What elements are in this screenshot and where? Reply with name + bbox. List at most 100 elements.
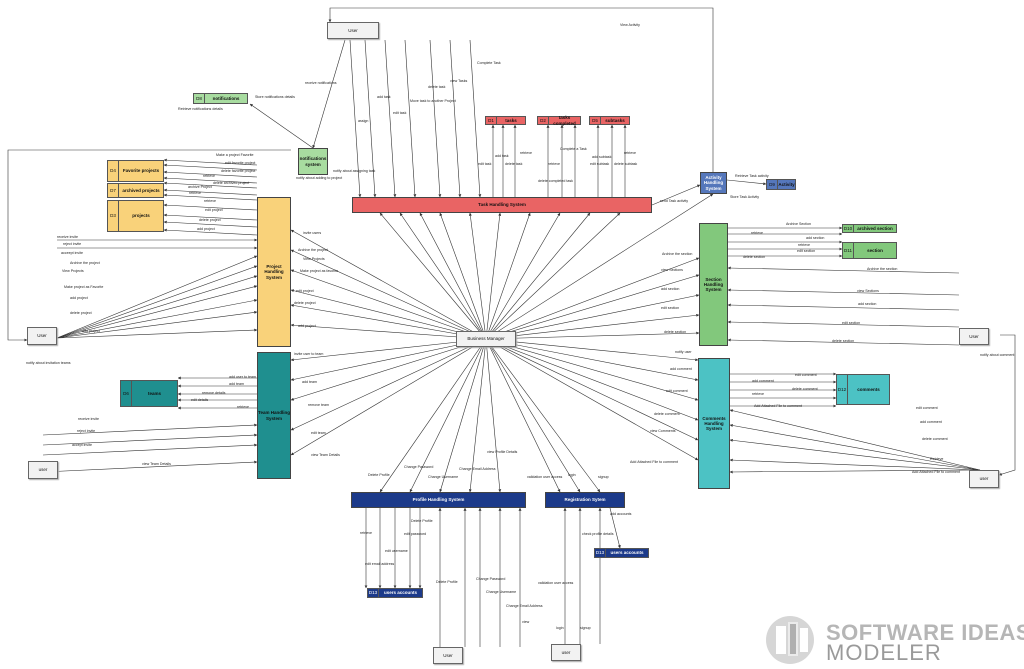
- store-id: D11: [843, 243, 854, 258]
- entity-label: user: [38, 467, 48, 473]
- flow-label-edit-project3: edit project: [296, 289, 314, 293]
- store-label: teams: [147, 390, 161, 396]
- flow-label-remove-team: remove team: [308, 403, 329, 407]
- flow-label-delete-section2: delete section: [664, 330, 687, 334]
- user-rb-flow-2: [729, 438, 981, 471]
- flow-label-delete-archived: delete archived project: [213, 181, 250, 185]
- entity-user-registration[interactable]: user: [551, 644, 581, 661]
- flow-label-edit-section3: edit section: [842, 321, 861, 325]
- flow-label-delete-comment2: delete comment: [654, 412, 680, 416]
- entity-user-team[interactable]: user: [28, 461, 58, 479]
- flow-label-delete-project: delete project: [199, 218, 221, 222]
- bm-flow-13: [290, 289, 487, 340]
- flow-label-make-favorite3: Make project as favorite: [300, 269, 339, 273]
- bm-flow-21: [485, 257, 700, 340]
- proj-store-flow-9: [163, 220, 258, 228]
- flow-label-delete-comment: delete comment: [792, 387, 818, 391]
- entity-user-left[interactable]: User: [27, 327, 57, 345]
- process-profile-handling[interactable]: Profile Handling System: [351, 492, 526, 508]
- bm-flow-37: [485, 338, 561, 493]
- bm-flow-7: [485, 212, 561, 340]
- flow-label-retrieve-notification-details: Retrieve notifications details: [178, 107, 223, 111]
- process-registration[interactable]: Registration Sytem: [545, 492, 625, 508]
- store-label: tasks completed: [553, 115, 576, 126]
- process-label: Comments Handling System: [702, 415, 726, 432]
- entity-user-profile[interactable]: User: [433, 647, 463, 664]
- flow-label-check-profile: check profile details: [582, 532, 614, 536]
- flow-label-notify-user: notify user: [675, 350, 692, 354]
- process-label: Business Manager: [467, 336, 505, 342]
- user-left-flow-7: [56, 310, 258, 339]
- bm-flow-30: [485, 338, 699, 441]
- flow-label-add-project2: add project: [70, 296, 88, 300]
- bm-flow-17: [290, 338, 487, 381]
- bm-flow-24: [485, 313, 700, 340]
- flow-label-view-sections2: view Sections: [857, 289, 879, 293]
- process-task-handling[interactable]: Task Handling System: [352, 197, 652, 213]
- store-label: archived projects: [122, 187, 160, 193]
- flow-label-retrieve-fav: retrieve: [203, 174, 215, 178]
- flow-label-delete-profile2: Delete Profile: [411, 519, 433, 523]
- proj-store-flow-7: [163, 203, 258, 211]
- store-id: D7: [108, 184, 119, 197]
- store-id: D8: [194, 94, 205, 103]
- process-label: Registration Sytem: [564, 497, 606, 503]
- flow-label-retrieve-proj: retrieve: [204, 199, 216, 203]
- bm-flow-9: [485, 212, 621, 340]
- bm-flow-2: [419, 212, 487, 340]
- flow-label-edit-project: edit project: [205, 208, 223, 212]
- flow-label-retrieve1: retrieve: [520, 151, 532, 155]
- entity-user-top[interactable]: User: [327, 22, 379, 39]
- flow-label-retrieve2: retrieve: [548, 162, 560, 166]
- entity-user-right-mid[interactable]: User: [959, 328, 989, 345]
- flow-label-accept-invite: acceept invite: [61, 251, 83, 255]
- user-left-flow-3: [56, 265, 258, 339]
- flow-label-view-projects2: View Projects: [303, 257, 325, 261]
- store-label: projects: [132, 213, 150, 219]
- proj-store-flow-5: [163, 188, 258, 196]
- process-notifications[interactable]: notifications system: [298, 148, 328, 175]
- data-flows: [7, 7, 1016, 647]
- process-label: Task Handling System: [478, 202, 526, 208]
- proj-store-flow-6: [163, 193, 258, 201]
- proj-store-flow-8: [163, 213, 258, 221]
- process-business-manager[interactable]: Business Manager: [456, 331, 516, 347]
- flow-label-receive-notifications: receive notifications: [305, 81, 337, 85]
- flow-label-archive-section2: Archive the section: [662, 252, 693, 256]
- bm-flow-10: [290, 229, 487, 340]
- bm-flow-27: [485, 338, 699, 381]
- process-comments-handling[interactable]: Comments Handling System: [698, 358, 730, 489]
- flow-label-invite-user-team: invite user to team: [294, 352, 324, 356]
- bm-flow-23: [485, 294, 700, 340]
- entity-user-right-bottom[interactable]: user: [969, 470, 999, 488]
- process-activity-handling[interactable]: Activity Handling System: [700, 172, 727, 194]
- process-section-handling[interactable]: Section Handling System: [699, 223, 728, 346]
- process-project-handling[interactable]: Project Handling System: [257, 197, 291, 347]
- flow-label-add-subtask: add subtask: [592, 155, 612, 159]
- flow-label-reject-invite2: reject invite: [77, 429, 96, 433]
- proj-store-flow-0: [163, 158, 258, 166]
- bm-flow-35: [468, 338, 487, 493]
- activity-store-flow: [726, 179, 767, 186]
- flow-label-login2: login: [556, 626, 564, 630]
- flow-label-delete-profile: Delete Profile: [368, 473, 390, 477]
- user-team-flow-3: [42, 460, 258, 473]
- notif-user-flow: [312, 39, 346, 149]
- user-top-flow-6: [469, 39, 482, 198]
- flow-label-make-favorite2: Make project as Favorite: [64, 285, 104, 289]
- process-team-handling[interactable]: Team Handling System: [257, 352, 291, 479]
